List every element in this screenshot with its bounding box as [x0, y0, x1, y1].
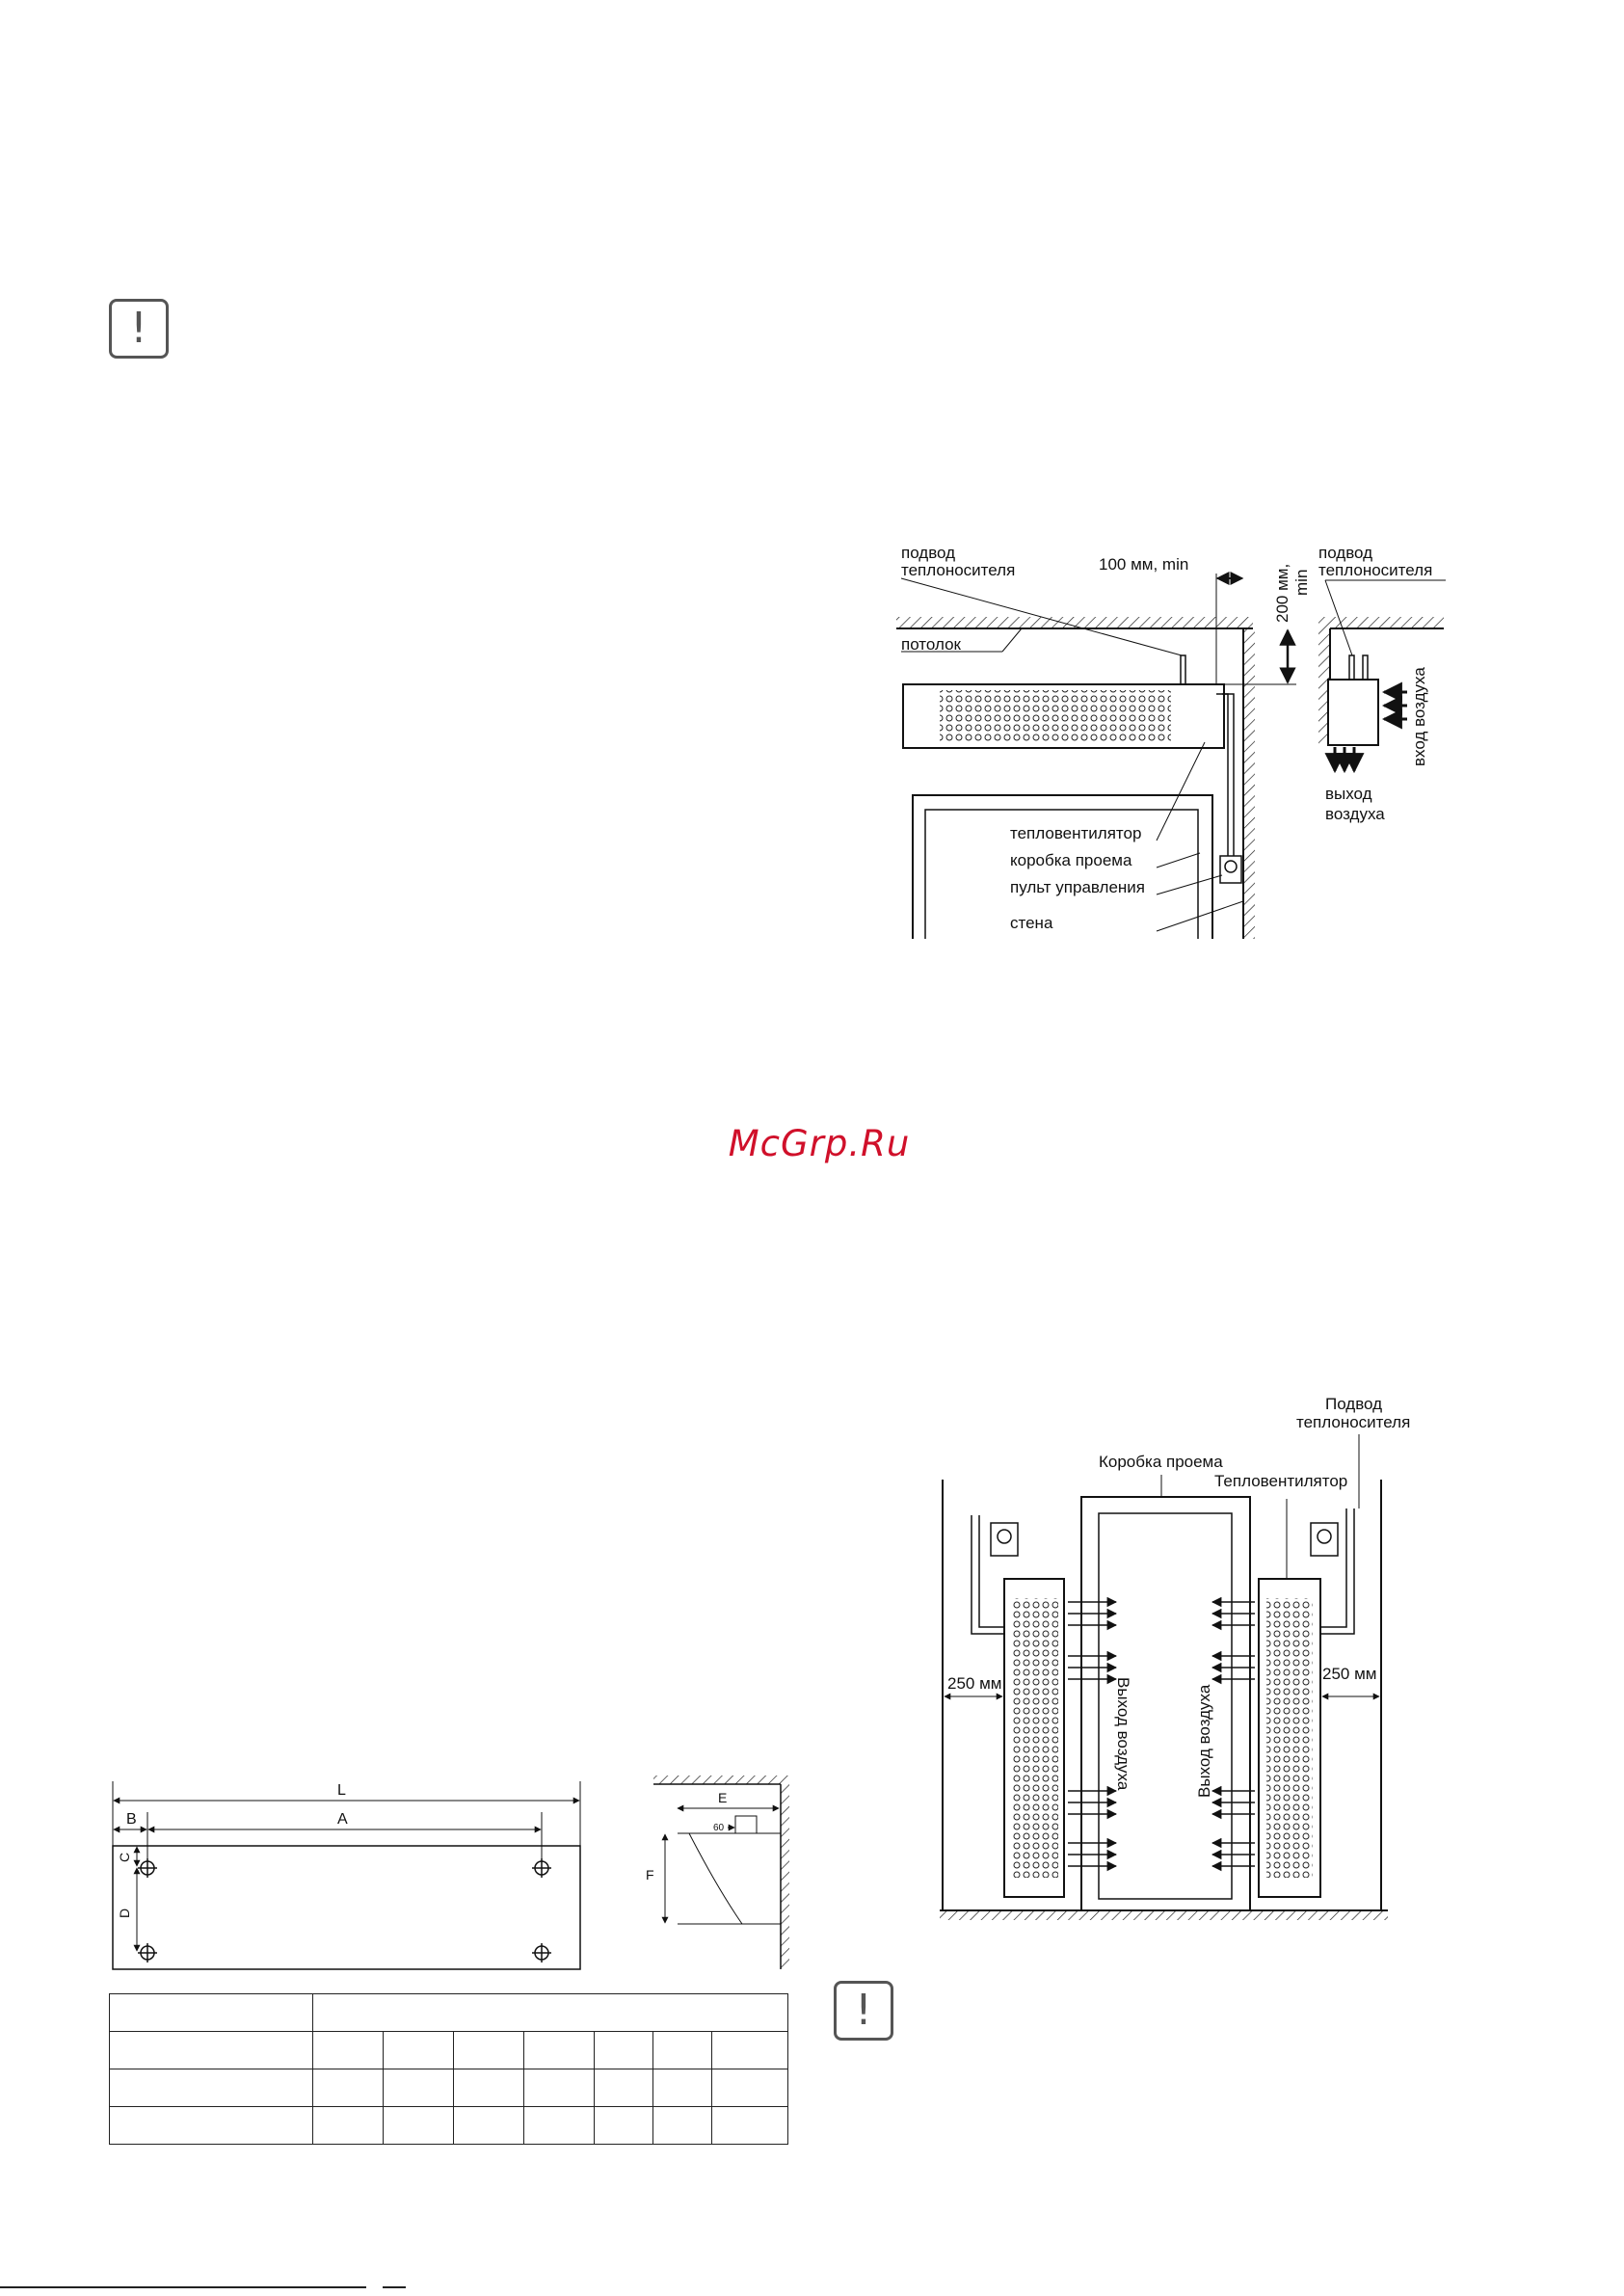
label-v-air-out-right: Выход воздуха [1195, 1684, 1213, 1798]
footer-rule [0, 2286, 366, 2288]
table-cell [109, 1993, 313, 2032]
footer-tick [383, 2286, 406, 2288]
dim-F: F [646, 1867, 654, 1882]
label-air-in: вход воздуха [1410, 667, 1428, 766]
dim-E: E [718, 1790, 727, 1805]
warning-icon-top: ! [109, 299, 169, 359]
figure-mount-dimensions: L A B C D E 60 F [112, 1775, 789, 1970]
table-cell [523, 2106, 595, 2145]
table-cell [312, 2106, 384, 2145]
label-door-frame: коробка проема [1010, 851, 1132, 869]
dim-A: A [337, 1811, 348, 1828]
label-gap-top-1: 200 мм, [1273, 564, 1291, 623]
figure-vertical-mount: Подвод теплоносителя Коробка проема Тепл… [940, 1395, 1410, 1920]
label-heater: тепловентилятор [1010, 824, 1141, 842]
dim-60: 60 [713, 1823, 725, 1833]
label-v-supply-1: Подвод [1325, 1395, 1382, 1413]
label-side-supply-1: подвод [1318, 544, 1372, 562]
warning-icon-bottom: ! [834, 1981, 893, 2041]
table-cell [312, 2069, 384, 2107]
label-control-panel: пульт управления [1010, 878, 1145, 896]
table-cell [594, 2106, 653, 2145]
table-cell [383, 2031, 454, 2069]
label-v-supply-2: теплоносителя [1296, 1413, 1410, 1431]
label-v-air-out-left: Выход воздуха [1114, 1677, 1132, 1791]
label-v-heater: Тепловентилятор [1214, 1472, 1347, 1490]
table-cell [711, 2031, 788, 2069]
table-cell [109, 2106, 313, 2145]
figure-ceiling-mount: подвод теплоносителя 100 мм, min 200 мм,… [896, 544, 1446, 939]
specification-table [109, 1993, 788, 2145]
table-cell [383, 2106, 454, 2145]
dim-C: C [117, 1853, 132, 1862]
table-cell [652, 2031, 712, 2069]
table-cell [453, 2069, 524, 2107]
table-cell [312, 2031, 384, 2069]
table-cell [312, 1993, 788, 2032]
table-cell [383, 2069, 454, 2107]
label-gap-side: 100 мм, min [1099, 555, 1188, 574]
label-air-out-2: воздуха [1325, 805, 1385, 823]
label-air-out-1: выход [1325, 785, 1372, 803]
table-cell [453, 2106, 524, 2145]
dim-L: L [337, 1782, 346, 1799]
table-cell [594, 2031, 653, 2069]
table-cell [523, 2069, 595, 2107]
table-cell [594, 2069, 653, 2107]
table-cell [711, 2106, 788, 2145]
table-row [109, 2106, 788, 2145]
label-v-gap-left: 250 мм [947, 1674, 1001, 1693]
label-ceiling: потолок [901, 635, 962, 654]
table-row [109, 2031, 788, 2069]
label-gap-top-2: min [1292, 570, 1311, 596]
label-supply-1: подвод [901, 544, 955, 562]
table-cell [109, 2031, 313, 2069]
label-v-door-frame: Коробка проема [1099, 1453, 1223, 1471]
dim-D: D [117, 1909, 132, 1918]
label-v-gap-right: 250 мм [1322, 1665, 1376, 1683]
table-cell [453, 2031, 524, 2069]
label-supply-2: теплоносителя [901, 561, 1015, 579]
dim-B: B [126, 1811, 137, 1828]
watermark: McGrp.Ru [728, 1123, 911, 1164]
table-row [109, 1993, 788, 2032]
table-cell [109, 2069, 313, 2107]
table-cell [652, 2106, 712, 2145]
label-side-supply-2: теплоносителя [1318, 561, 1432, 579]
table-cell [711, 2069, 788, 2107]
table-cell [523, 2031, 595, 2069]
table-row [109, 2069, 788, 2107]
label-wall: стена [1010, 914, 1053, 932]
table-cell [652, 2069, 712, 2107]
